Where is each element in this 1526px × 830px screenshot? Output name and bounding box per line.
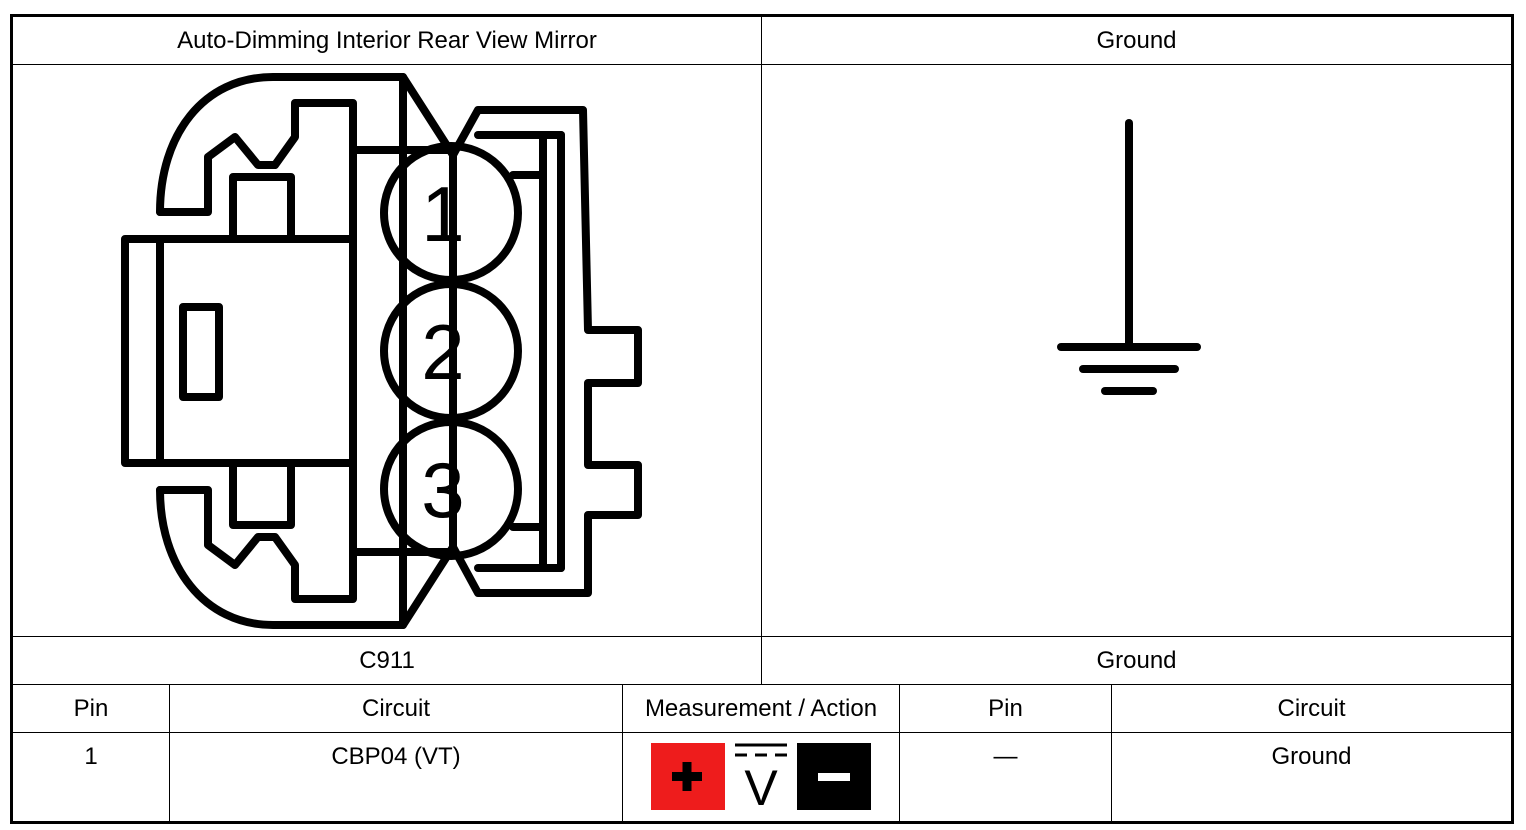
latch-bottom: [229, 459, 295, 529]
row-divider: [13, 684, 1511, 685]
table-cell-pin: —: [993, 743, 1018, 770]
latch-top: [229, 173, 295, 243]
minus-probe-icon: [797, 743, 871, 810]
plus-probe-icon: [651, 743, 725, 810]
ground-label: Ground: [1096, 646, 1177, 674]
connector-rail: [449, 106, 642, 597]
pin-2-label: 2: [421, 308, 464, 396]
column-header-circuit: Circuit: [361, 694, 430, 722]
connector-id: C911: [359, 646, 415, 674]
pin-3-cavity: [380, 418, 522, 560]
column-divider: [622, 684, 623, 824]
row-divider: [13, 732, 1511, 733]
connector-shell-outline: [156, 73, 407, 629]
component-title: Auto-Dimming Interior Rear View Mirror: [177, 26, 597, 54]
pin-3-label: 3: [421, 446, 464, 534]
pin-1-label: 1: [421, 170, 464, 258]
key-slot: [179, 303, 223, 401]
column-divider: [899, 684, 900, 824]
ground-symbol: [1057, 119, 1201, 395]
connector-shell-outline: [156, 486, 357, 603]
dc-voltage-icon: V: [735, 743, 787, 816]
svg-text:V: V: [744, 760, 778, 816]
column-header-pin: Pin: [988, 694, 1023, 722]
column-header-measurement: Measurement / Action: [644, 694, 878, 722]
column-divider: [761, 17, 762, 685]
column-header-pin: Pin: [73, 694, 109, 722]
row-divider: [13, 636, 1511, 637]
column-header-circuit: Circuit: [1277, 694, 1346, 722]
connector-face-diagram: 1 2 3: [121, 73, 642, 629]
row-divider: [13, 64, 1511, 65]
table-cell-circuit: CBP04 (VT): [331, 743, 461, 770]
column-divider: [1111, 684, 1112, 824]
ground-title: Ground: [1096, 26, 1177, 54]
table-cell-pin: 1: [84, 743, 98, 770]
column-divider: [169, 684, 170, 824]
measurement-icons: V: [623, 733, 899, 824]
connector-shell-outline: [156, 99, 357, 216]
table-cell-circuit: Ground: [1271, 743, 1352, 770]
connector-pinout-table: Auto-Dimming Interior Rear View Mirror G…: [10, 14, 1514, 824]
